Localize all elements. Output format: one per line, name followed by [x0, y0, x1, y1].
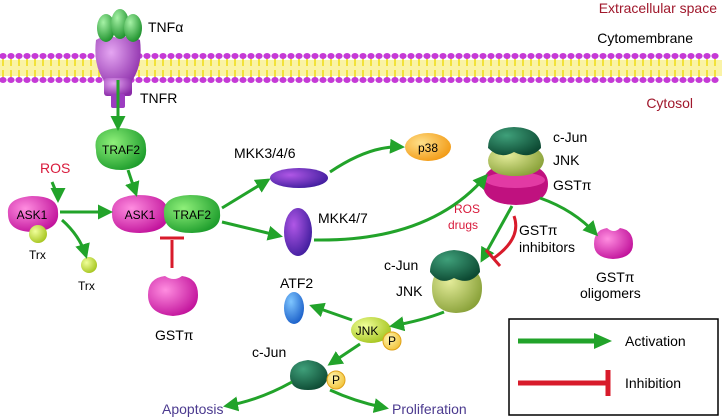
p-cjun-label: P: [332, 373, 340, 387]
legend-inhibition-label: Inhibition: [625, 375, 681, 391]
ask1-traf2-complex: ASK1 TRAF2: [111, 195, 221, 233]
gst-top-label: GSTπ: [553, 177, 592, 193]
legend-box: Activation Inhibition: [508, 318, 719, 416]
arrow-mkk346-p38: [329, 138, 405, 174]
tnf-alpha-label: TNFα: [148, 19, 183, 35]
inhibition-lines: [160, 215, 518, 268]
trx-free-node: [81, 257, 97, 273]
legend-activation-arrowhead: [594, 333, 612, 349]
gst-pi-oligomers-node: [594, 228, 633, 259]
arrow-mkk47-jnk: [313, 173, 488, 242]
tnfr-label: TNFR: [140, 90, 177, 106]
cjun-mid-label: c-Jun: [384, 257, 418, 273]
arrow-jnk-phospho: [389, 310, 445, 332]
p38-node: [405, 133, 451, 161]
gst-inhibitors-label-2: inhibitors: [519, 239, 575, 255]
apoptosis-label: Apoptosis: [162, 401, 223, 417]
cjun-jnk-mid-complex: [430, 250, 482, 313]
jnk-p-label: JNK: [356, 324, 379, 338]
gst-oligomers-label-2: oligomers: [580, 285, 641, 301]
legend-activation-label: Activation: [625, 333, 686, 349]
cytomembrane-label: Cytomembrane: [597, 30, 693, 46]
ask1-left-label: ASK1: [17, 208, 48, 222]
arrow-jnk-cjun: [327, 342, 361, 366]
mkk47-node: [284, 208, 312, 256]
inhibit-gst-inhibitors-bar: [484, 249, 502, 267]
atf2-label: ATF2: [280, 275, 313, 291]
jnk-mid-label: JNK: [396, 283, 423, 299]
mkk346-node: [270, 168, 328, 188]
ask1-trx-complex: ASK1: [7, 196, 59, 243]
arrow-complex-mkk47: [221, 220, 283, 241]
gst-oligomers-label-1: GSTπ: [596, 269, 635, 285]
gst-pi-left-label: GSTπ: [155, 327, 194, 343]
arrow-apoptosis: [223, 380, 293, 412]
traf2-complex-label: TRAF2: [173, 208, 211, 222]
p-jnk-label: P: [388, 334, 396, 348]
ask1-complex-label: ASK1: [125, 208, 156, 222]
cjun-bottom-label: c-Jun: [252, 344, 286, 360]
inhibit-gst-inhibitors: [493, 215, 518, 260]
cytosol-label: Cytosol: [646, 95, 693, 111]
trx-free-label: Trx: [78, 279, 95, 293]
arrow-complex-mkk346: [221, 178, 271, 210]
ros-drugs-label-1: ROS: [454, 202, 480, 216]
p38-label: p38: [418, 141, 438, 155]
traf2-top-node: TRAF2: [95, 128, 147, 170]
arrow-jnk-atf2: [309, 302, 353, 322]
mkk47-label: MKK4/7: [318, 210, 368, 226]
atf2-node: [284, 292, 304, 324]
jnk-top-label: JNK: [553, 152, 580, 168]
ros-left-label: ROS: [40, 160, 70, 176]
jnk-cjun-gst-complex: [483, 127, 548, 205]
phospho-cjun-node: P: [290, 360, 346, 390]
extracellular-space-label: Extracellular space: [599, 0, 717, 16]
trx-bound-node: [29, 225, 47, 243]
arrow-proliferation: [329, 388, 389, 413]
gst-inhibitors-label-1: GSTπ: [519, 222, 558, 238]
activation-arrows: [50, 80, 599, 413]
trx-bound-label: Trx: [29, 248, 46, 262]
ros-drugs-label-2: drugs: [448, 218, 478, 232]
proliferation-label: Proliferation: [392, 401, 467, 417]
gst-pi-left-node: [148, 276, 198, 316]
arrow-trx-release: [61, 218, 90, 259]
arrow-ros-ask1: [50, 181, 66, 203]
mkk346-label: MKK3/4/6: [234, 145, 296, 161]
phospho-jnk-node: JNK P: [351, 317, 402, 351]
tnf-alpha-trimer: [97, 9, 142, 42]
traf2-top-label: TRAF2: [102, 143, 140, 157]
arrow-gst-oligomers: [539, 196, 599, 237]
arrow-traf2-ask1: [125, 169, 140, 197]
cjun-top-label: c-Jun: [553, 129, 587, 145]
